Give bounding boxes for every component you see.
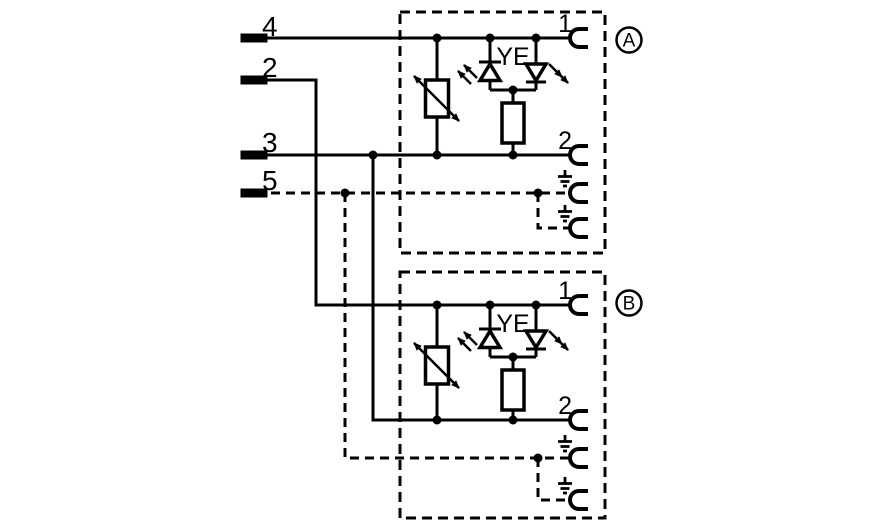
ground-branch-line xyxy=(536,193,570,230)
led-light-arrows xyxy=(457,63,569,85)
wire-3-branch-line xyxy=(371,155,570,422)
junction-dot xyxy=(508,150,518,160)
pin-1-label: 1 xyxy=(558,10,572,38)
junction-dot xyxy=(432,33,442,43)
junction-dot xyxy=(432,300,442,310)
led-right-icon xyxy=(522,62,550,84)
channel-b-label-circle xyxy=(615,289,643,317)
channel-a-label: A xyxy=(623,31,636,52)
channel-a-box xyxy=(398,10,607,255)
junction-dot xyxy=(432,415,442,425)
ground-branch-line xyxy=(536,458,570,502)
junction-dot xyxy=(508,85,518,95)
channel-b-box xyxy=(398,270,607,520)
junction-dot xyxy=(432,150,442,160)
resistor-icon xyxy=(500,368,526,412)
resistor-icon xyxy=(500,101,526,145)
led-left-icon xyxy=(476,60,504,83)
terminal-stub-5 xyxy=(240,188,268,198)
junction-dot xyxy=(485,33,495,43)
channel-b-block: B YE xyxy=(398,270,643,520)
pin-2-label: 2 xyxy=(558,127,572,155)
channel-a-block: A YE xyxy=(398,10,643,255)
wire-4-label: 4 xyxy=(262,11,278,42)
led-color-label: YE xyxy=(496,310,529,338)
led-light-arrows xyxy=(457,330,569,352)
channel-a-label-circle xyxy=(615,26,643,54)
junction-dot xyxy=(368,150,378,160)
varistor-arrow xyxy=(413,75,460,122)
junction-dot xyxy=(485,300,495,310)
wire-2-label: 2 xyxy=(262,52,278,83)
pin-1-label: 1 xyxy=(558,277,572,305)
junction-dot xyxy=(531,300,541,310)
junction-dot xyxy=(531,33,541,43)
junction-dot xyxy=(508,415,518,425)
led-right-icon xyxy=(522,329,550,351)
wire-3-label: 3 xyxy=(262,127,278,158)
junction-dot xyxy=(508,352,518,362)
led-color-label: YE xyxy=(496,43,529,71)
junction-dot xyxy=(340,188,350,198)
pin-2-label: 2 xyxy=(558,392,572,420)
varistor-arrow xyxy=(413,342,460,389)
led-left-icon xyxy=(476,327,504,350)
wire-5-label: 5 xyxy=(262,165,278,196)
channel-b-label: B xyxy=(623,294,636,315)
